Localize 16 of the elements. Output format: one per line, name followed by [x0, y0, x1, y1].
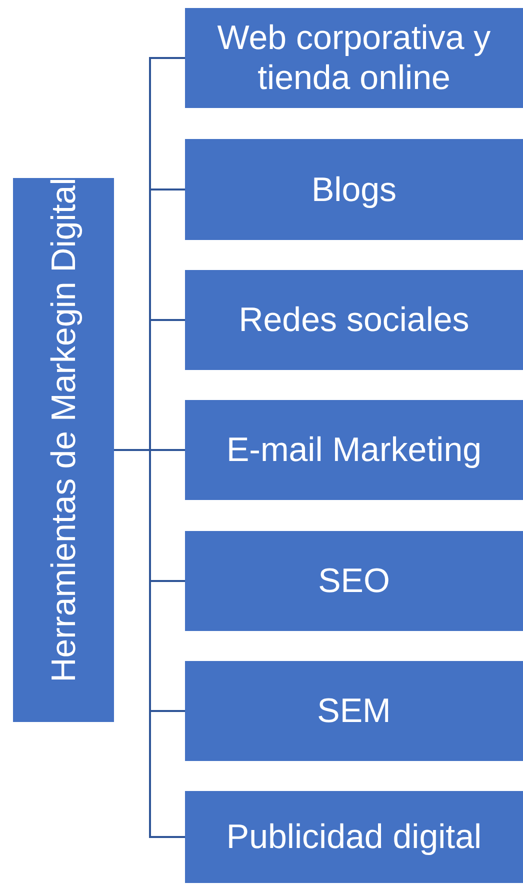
- node-label: Publicidad digital: [226, 817, 482, 857]
- tool-box: [185, 270, 523, 370]
- tool-box: [185, 791, 523, 883]
- node-label: SEM: [317, 691, 391, 731]
- node-label: SEO: [318, 561, 390, 601]
- node-label: Web corporativa y tienda online: [216, 18, 492, 98]
- tool-box: [185, 400, 523, 500]
- category-box: [13, 178, 114, 722]
- tool-box: [185, 661, 523, 761]
- tool-box: [185, 139, 523, 240]
- node-label: E-mail Marketing: [226, 430, 482, 470]
- node-label: Redes sociales: [238, 300, 470, 340]
- tool-box: [185, 8, 523, 108]
- node-label: Herramientas de Markegin Digital: [44, 176, 84, 684]
- node-label: Blogs: [311, 170, 397, 210]
- tool-box: [185, 531, 523, 631]
